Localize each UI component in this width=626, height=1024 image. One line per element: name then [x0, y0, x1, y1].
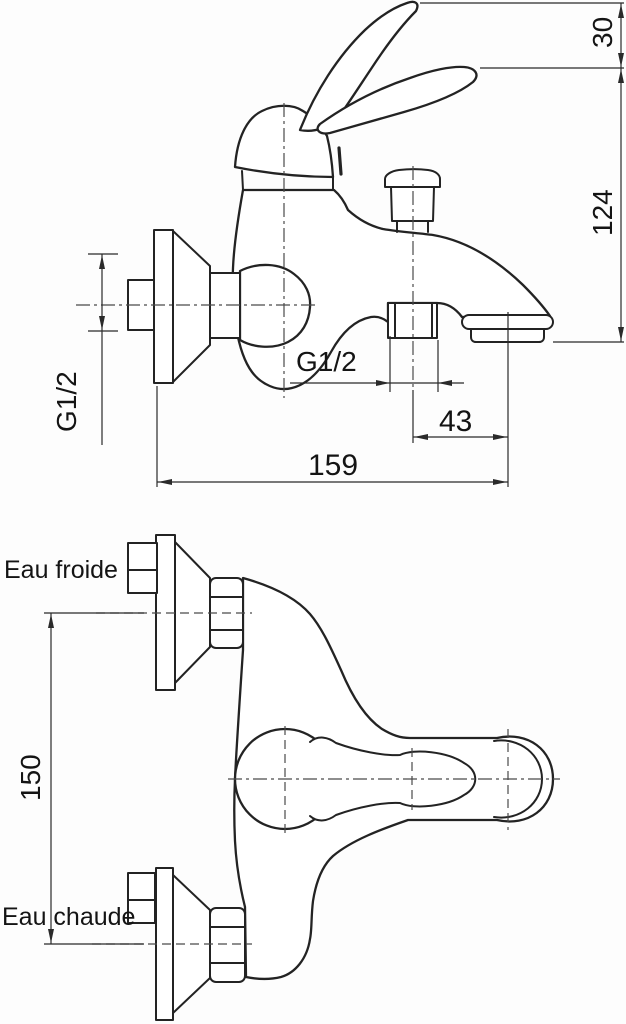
front-cold-cone [174, 541, 211, 684]
front-centerlines [92, 612, 560, 945]
dim-150-label: 150 [15, 754, 46, 801]
dim-g12-wall: G1/2 [51, 253, 118, 445]
dim-43: 43 [412, 312, 509, 487]
label-hot-water: Eau chaude [2, 903, 135, 931]
dim-43-label: 43 [439, 405, 472, 438]
front-hot-union [127, 867, 246, 1021]
front-hot-hex [209, 907, 246, 983]
dim-150: 150 [15, 612, 144, 945]
side-escutcheon-cone [172, 230, 211, 383]
side-view: 30 124 G1/2 G1/2 43 [51, 0, 624, 487]
dim-159-label: 159 [308, 449, 358, 482]
dim-30-label: 30 [587, 17, 618, 48]
dim-124-label: 124 [587, 189, 618, 236]
dim-g12-wall-label: G1/2 [51, 371, 82, 432]
dim-30-124: 30 124 [420, 2, 624, 343]
dim-g12-hose-label: G1/2 [296, 346, 357, 377]
side-handle-grip [316, 65, 478, 135]
dim-g12-hose: G1/2 [290, 336, 464, 392]
front-cold-nut [127, 542, 158, 594]
front-view: 150 Eau froide Eau chaude [2, 534, 560, 1021]
label-cold-water: Eau froide [4, 556, 118, 584]
side-ball-joint [238, 263, 312, 348]
side-handle-seam [337, 146, 343, 176]
side-centerlines [76, 103, 414, 398]
side-collar-left [241, 170, 244, 191]
side-escutcheon-flange [153, 229, 174, 384]
front-lever-outline [309, 736, 477, 822]
front-hot-nut [127, 872, 156, 924]
dim-159: 159 [156, 386, 508, 487]
